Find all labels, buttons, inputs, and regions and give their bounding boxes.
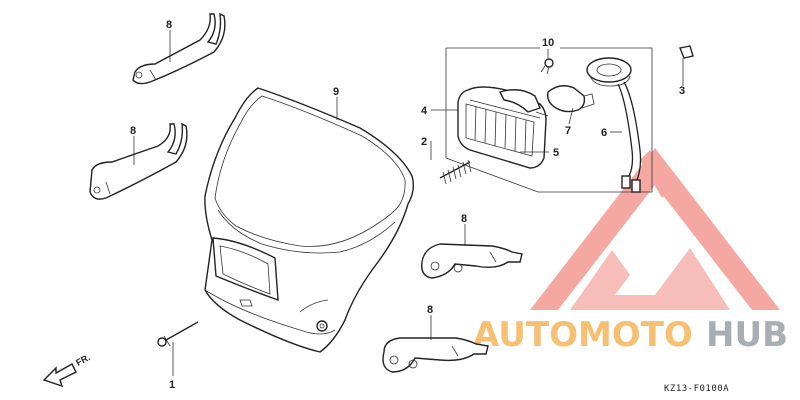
stay-bracket-bottom-right (382, 337, 489, 373)
clip-nut (679, 45, 694, 59)
callout-3: 3 (679, 85, 685, 97)
callout-9: 9 (333, 86, 339, 98)
watermark-hub: HUB (706, 315, 788, 355)
callout-8-bottom-right: 8 (427, 304, 433, 316)
watermark-automoto: AUTOMOTO (473, 315, 693, 355)
callout-2: 2 (421, 136, 427, 148)
callout-8-mid-left: 8 (130, 125, 136, 137)
callout-5: 5 (553, 147, 559, 159)
screw (540, 58, 554, 75)
socket-cord (586, 57, 642, 193)
callout-8-mid-right: 8 (461, 213, 467, 225)
watermark-logo (530, 148, 780, 310)
stay-bracket-upper-left (132, 12, 226, 85)
diagram-code: KZ13-F0100A (664, 384, 729, 394)
bolt (157, 321, 199, 347)
stay-bracket-mid-right (421, 243, 523, 279)
stay-bracket-lower-left (89, 122, 188, 200)
callout-6: 6 (601, 127, 607, 139)
leader-lines (133, 30, 684, 376)
callout-10: 10 (542, 37, 554, 49)
callout-4: 4 (421, 105, 428, 117)
callout-7: 7 (565, 125, 571, 137)
bulb (546, 85, 595, 113)
front-direction-indicator: FR. (42, 352, 92, 388)
watermark-text: AUTOMOTO HUB (473, 315, 788, 355)
headlight-mask (204, 87, 415, 353)
front-label: FR. (74, 352, 91, 368)
adjusting-spring (439, 159, 472, 185)
callout-8-top-left: 8 (166, 19, 172, 31)
callout-1: 1 (169, 379, 175, 391)
headlight-unit (445, 47, 653, 193)
callout-labels: 8 8 9 4 2 10 3 7 5 6 8 8 1 (130, 19, 685, 391)
